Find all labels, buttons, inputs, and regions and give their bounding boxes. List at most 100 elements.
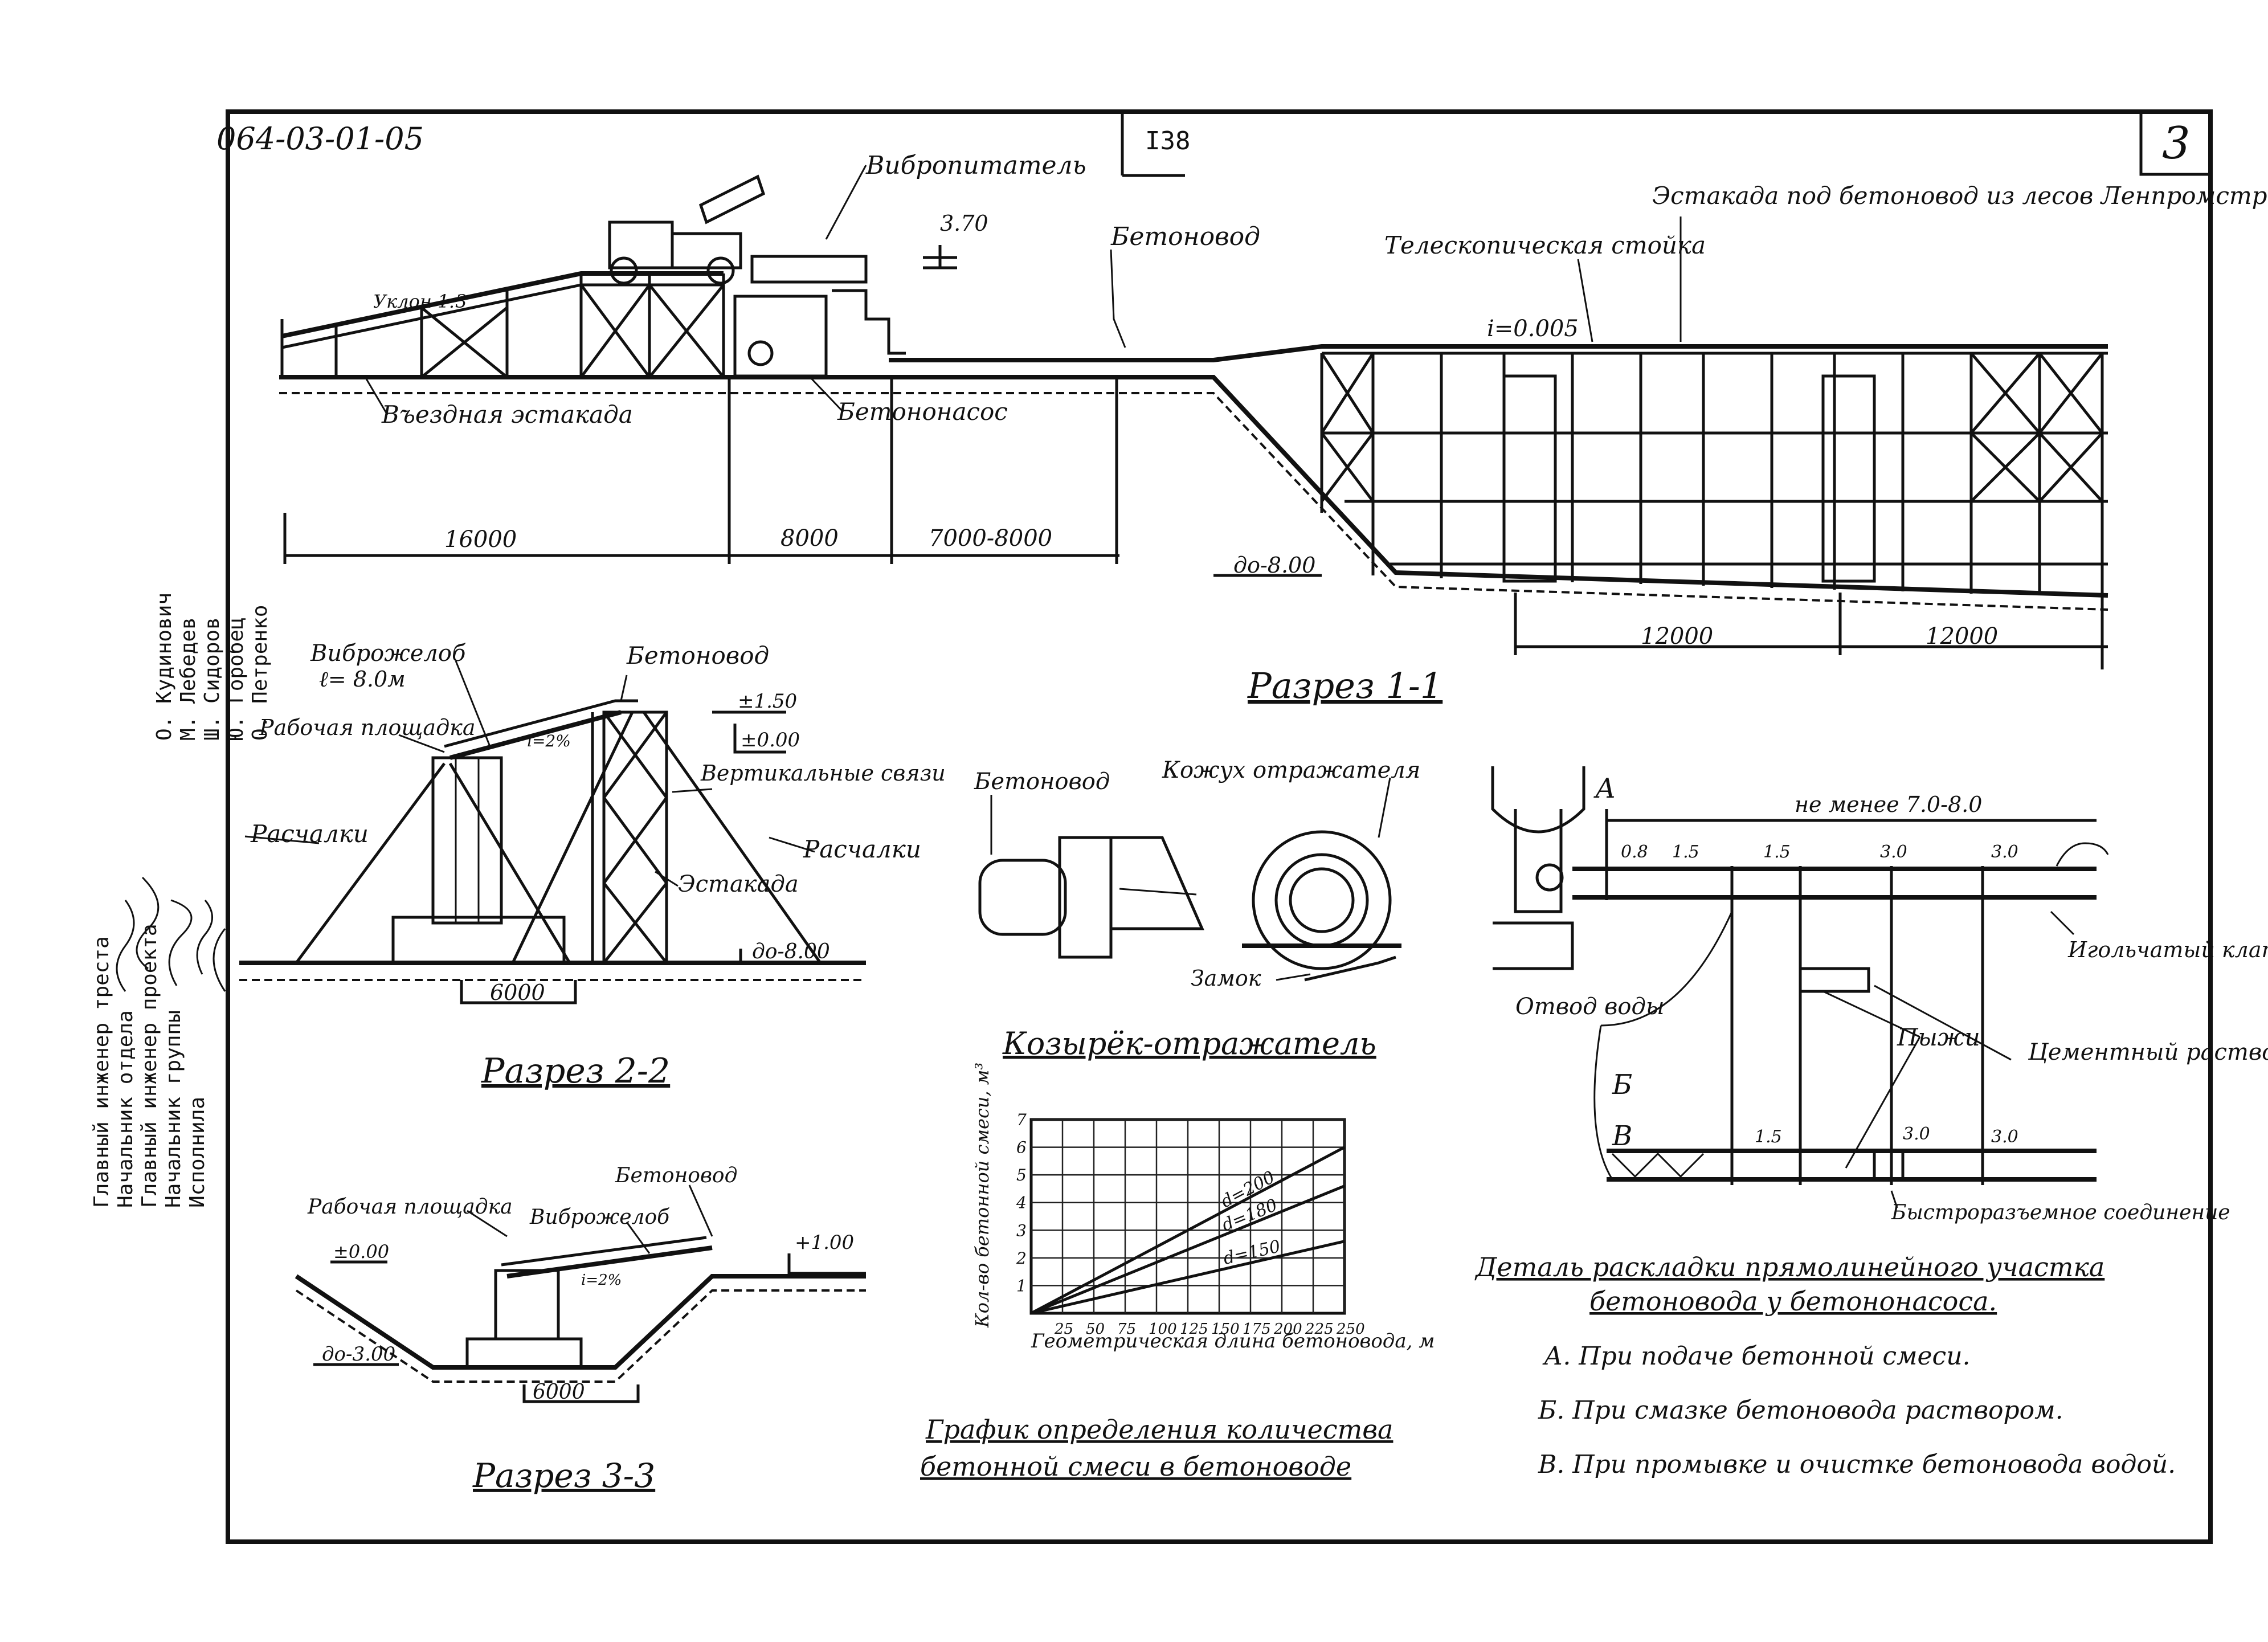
label-slope-2: i=2% — [527, 732, 571, 750]
detail-label-b: Б — [1612, 1069, 1632, 1101]
stamp-name-3: Ш. Сидоров — [201, 617, 224, 741]
label-depth-3: до-3.00 — [322, 1343, 395, 1366]
detail-seg-b3: 3.0 — [1991, 1127, 2018, 1147]
chart-y-tick-6: 7 — [1016, 1110, 1027, 1129]
stamp-role-4: Начальник группы — [162, 1010, 185, 1208]
stamp-role-5: Исполнила — [186, 1097, 209, 1208]
label-concrete-line-4: Бетоновод — [974, 769, 1110, 795]
stamp-name-5: О. Петренко — [248, 605, 272, 741]
chart-x-tick-1: 50 — [1086, 1321, 1105, 1338]
detail-seg-3: 3.0 — [1880, 842, 1907, 862]
chart-x-tick-0: 25 — [1054, 1321, 1073, 1338]
detail-label-v: В — [1612, 1120, 1632, 1152]
section-2-2-drawing — [239, 660, 866, 1004]
stamp-signatures — [116, 876, 226, 992]
label-elev-150: ±1.50 — [738, 690, 797, 713]
detail-label-a: А — [1593, 773, 1616, 804]
label-guys-left: Расчалки — [250, 820, 369, 848]
label-concrete-line-2: Бетоновод — [626, 642, 769, 669]
detail-needle-valve: Игольчатый клапан — [2067, 937, 2268, 962]
chart-y-tick-3: 4 — [1016, 1194, 1027, 1212]
detail-drawing — [1491, 766, 2109, 1208]
chart-series-line-1 — [1031, 1184, 1345, 1315]
label-concrete-line-1: Бетоновод — [1110, 222, 1260, 251]
section-3-3-drawing — [295, 1184, 866, 1403]
chart-y-tick-0: 1 — [1016, 1276, 1027, 1295]
dim-6000-3: 6000 — [533, 1380, 585, 1404]
detail-title-line-2: бетоновода у бетононасоса. — [1589, 1286, 1997, 1317]
dim-12000-b: 12000 — [1926, 623, 1998, 650]
stamp-role-1: Главный инженер треста — [90, 936, 113, 1208]
chart-y-tick-1: 2 — [1016, 1249, 1027, 1268]
detail-quick-joint: Быстроразъемное соединение — [1891, 1201, 2230, 1224]
detail-seg-b2: 3.0 — [1903, 1124, 1930, 1144]
label-slope-1-3: Уклон 1:3 — [373, 291, 467, 312]
chart-y-tick-4: 5 — [1016, 1166, 1027, 1184]
stamp-role-3: Главный инженер проекта — [138, 924, 161, 1208]
dim-6000-2: 6000 — [490, 980, 545, 1005]
detail-seg-b1: 1.5 — [1755, 1127, 1782, 1147]
detail-min-length: не менее 7.0-8.0 — [1795, 792, 1982, 817]
title-deflector: Козырёк-отражатель — [1002, 1026, 1376, 1061]
detail-seg-1: 1.5 — [1672, 842, 1699, 862]
page-number: I38 — [1145, 126, 1190, 156]
label-incline: i=0.005 — [1487, 316, 1579, 342]
chart-grid — [1029, 1118, 1346, 1315]
detail-title-line-1: Деталь раскладки прямолинейного участка — [1474, 1252, 2104, 1282]
stamp-name-4: Ю. Горобец — [224, 617, 248, 741]
label-lock: Замок — [1191, 966, 1261, 991]
label-vibrofeeder: Вибропитатель — [865, 151, 1086, 180]
label-chute-length: ℓ= 8.0м — [319, 667, 406, 692]
label-slope-3: i=2% — [581, 1272, 622, 1289]
label-entry-overpass: Въездная эстакада — [381, 401, 633, 428]
label-overpass-forests: Эстакада под бетоновод из лесов Ленпромс… — [1652, 182, 2268, 210]
label-platform-3: Рабочая площадка — [307, 1195, 513, 1219]
label-elev-370: 3.70 — [940, 211, 988, 236]
section-1-1-drawing — [279, 165, 2108, 669]
chart-series-line-0 — [1030, 1146, 1346, 1315]
chart-series-group — [1030, 1146, 1346, 1315]
chart-series-line-2 — [1031, 1240, 1345, 1315]
chart-x-tick-9: 250 — [1336, 1321, 1365, 1338]
title-section-3-3: Разрез 3-3 — [472, 1456, 655, 1495]
chart-x-tick-5: 150 — [1211, 1321, 1240, 1338]
chart-x-tick-8: 225 — [1305, 1321, 1334, 1338]
dim-7000-8000: 7000-8000 — [929, 525, 1052, 552]
chart-title-line-1: График определения количества — [925, 1414, 1393, 1445]
approval-stamp: Главный инженер треста Начальник отдела … — [90, 593, 272, 1208]
label-pump: Бетононасос — [837, 398, 1008, 426]
chart-x-tick-7: 200 — [1273, 1321, 1302, 1338]
stamp-role-2: Начальник отдела — [114, 1010, 137, 1208]
sheet-number: 3 — [2162, 118, 2191, 169]
chart-x-tick-4: 125 — [1180, 1321, 1208, 1338]
title-section-2-2: Разрез 2-2 — [481, 1051, 670, 1091]
label-vertical-ties: Вертикальные связи — [700, 761, 946, 786]
dim-12000-a: 12000 — [1641, 623, 1713, 650]
dim-16000: 16000 — [444, 526, 517, 553]
chart-x-tick-2: 75 — [1117, 1321, 1136, 1338]
label-platform-2: Рабочая площадка — [259, 715, 476, 740]
chart-x-tick-3: 100 — [1149, 1321, 1177, 1338]
label-guys-right: Расчалки — [803, 835, 921, 863]
detail-seg-0: 0.8 — [1621, 842, 1648, 862]
label-vibrochute-2: Виброжелоб — [310, 640, 466, 667]
detail-note-a: А. При подаче бетонной смеси. — [1542, 1342, 1971, 1371]
stamp-name-1: О. Кудинович — [153, 593, 176, 741]
chart-x-axis-label: Геометрическая длина бетоновода, м — [1031, 1330, 1435, 1353]
sheet-frame — [226, 109, 2213, 1544]
label-vibrochute-3: Виброжелоб — [529, 1206, 670, 1229]
label-elev-100: +1.00 — [795, 1231, 854, 1254]
label-casing: Кожух отражателя — [1162, 757, 1420, 783]
detail-note-b: Б. При смазке бетоновода раствором. — [1538, 1396, 2063, 1425]
detail-plugs: Пыжи — [1897, 1023, 1980, 1051]
label-elev-000-2: ±0.00 — [741, 729, 800, 751]
stamp-name-2: М. Лебедев — [177, 617, 200, 741]
chart-x-tick-6: 175 — [1243, 1321, 1271, 1338]
chart-y-tick-2: 3 — [1016, 1221, 1027, 1240]
detail-seg-2: 1.5 — [1763, 842, 1791, 862]
title-section-1-1: Разрез 1-1 — [1247, 665, 1442, 706]
label-elev-000-3: ±0.00 — [333, 1241, 389, 1263]
